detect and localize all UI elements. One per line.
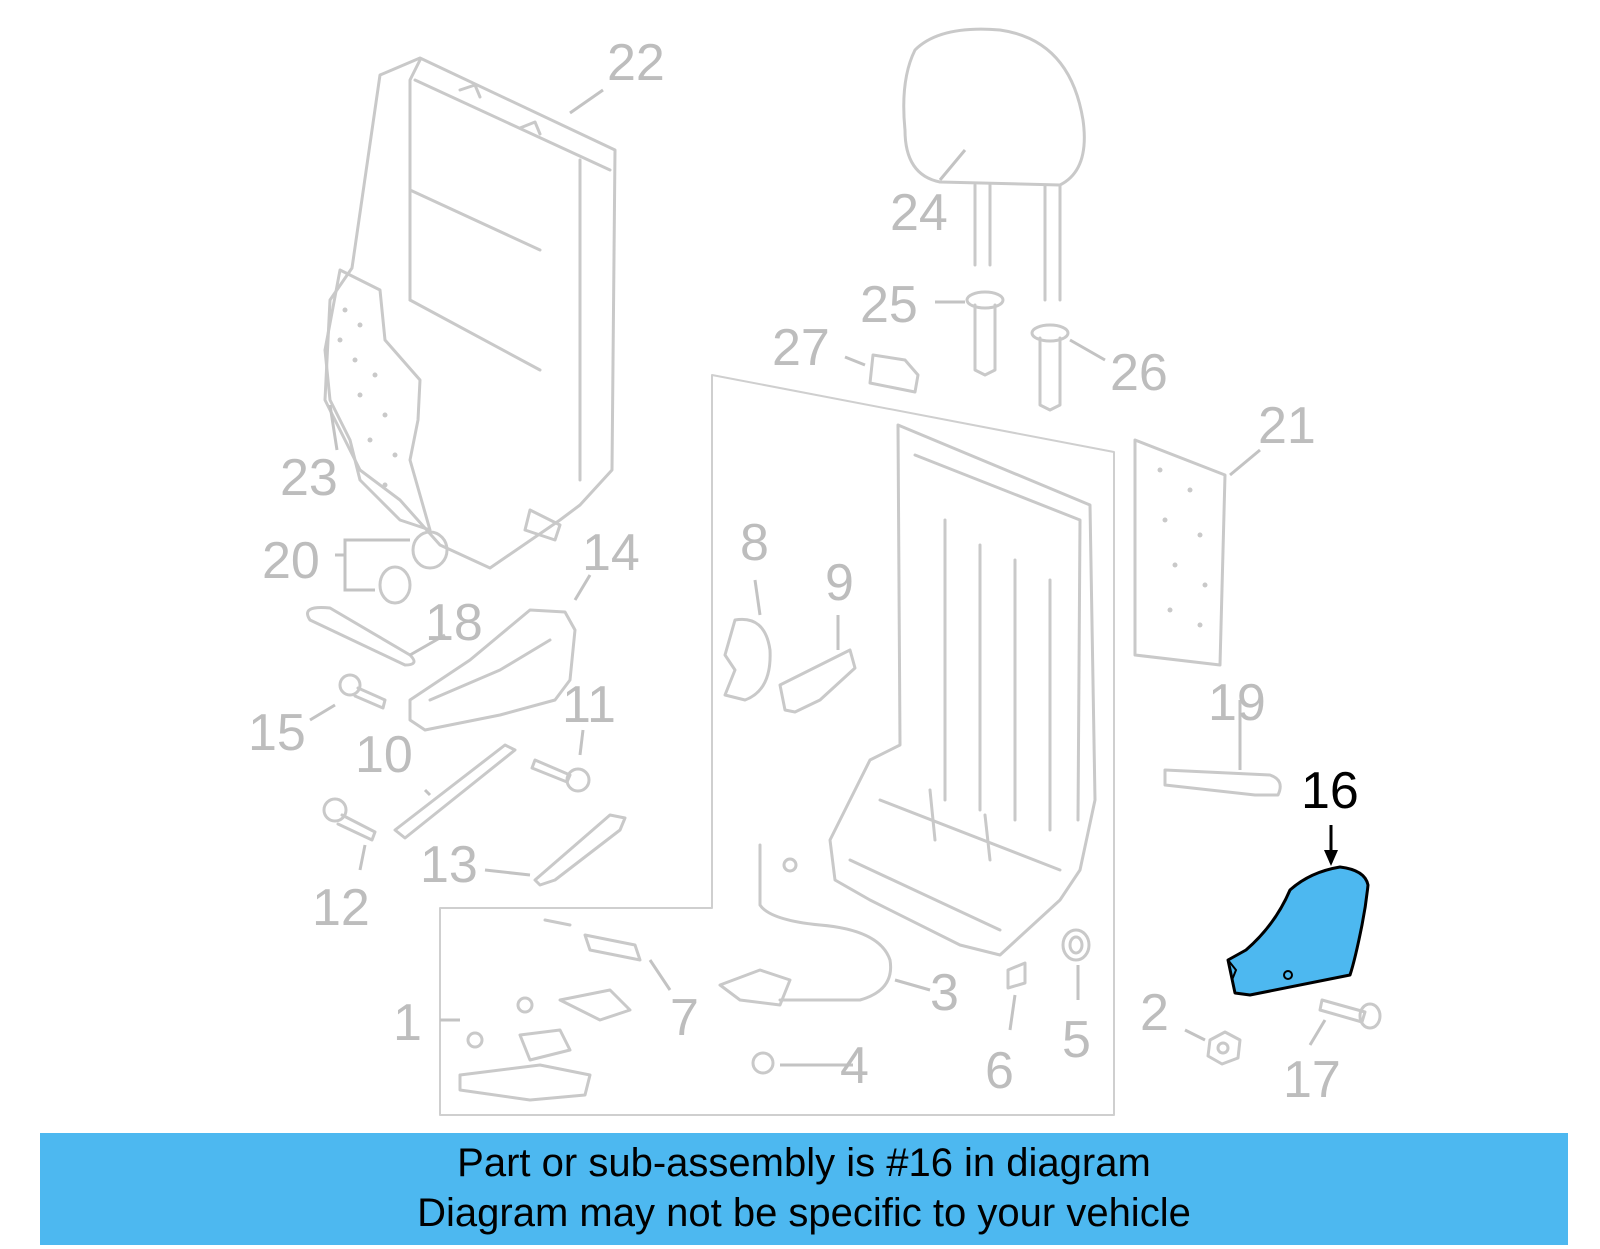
callout-4: 4 [840, 1037, 869, 1095]
callout-13: 13 [420, 836, 478, 894]
part-22-seat-back [323, 56, 617, 570]
part-18-strap [306, 606, 416, 667]
callout-6: 6 [985, 1042, 1014, 1100]
part-21-board [1133, 438, 1227, 667]
callout-21: 21 [1258, 397, 1316, 455]
part-7-latch [543, 918, 792, 1022]
part-6-plate [1006, 961, 1027, 990]
part-17-bolt [1318, 998, 1382, 1030]
part-23-back-panel [323, 268, 432, 532]
part-11-bolt [530, 758, 591, 793]
callout-10: 10 [355, 726, 413, 784]
callout-3: 3 [930, 964, 959, 1022]
callout-12: 12 [312, 879, 370, 937]
callout-23: 23 [280, 449, 338, 507]
banner-line-disclaimer: Diagram may not be specific to your vehi… [417, 1191, 1191, 1235]
part-1-base-plate [458, 996, 592, 1102]
part-seat-frame [828, 423, 1097, 957]
callout-26: 26 [1110, 344, 1168, 402]
part-12-bolt [322, 797, 377, 842]
callout-14: 14 [582, 524, 640, 582]
callout-7: 7 [670, 989, 699, 1047]
callout-2: 2 [1140, 984, 1169, 1042]
part-14-side-cover [408, 608, 577, 732]
part-24-headrest [902, 27, 1086, 302]
callout-1: 1 [393, 994, 422, 1052]
callout-15: 15 [248, 704, 306, 762]
callout-20: 20 [262, 532, 320, 590]
inset-box [439, 374, 1115, 1116]
leader-lines [309, 88, 1338, 1067]
callout-24: 24 [890, 184, 948, 242]
callout-18: 18 [425, 594, 483, 652]
part-19-strip [1163, 768, 1282, 797]
part-13-bracket [533, 813, 627, 887]
callout-labels: 22 24 25 26 27 21 23 20 14 18 8 9 19 15 … [248, 34, 1359, 1109]
part-2-nut [1206, 1030, 1242, 1066]
part-26-guide [1030, 323, 1070, 412]
callout-19: 19 [1208, 674, 1266, 732]
part-info-banner: Part or sub-assembly is #16 in diagram D… [40, 1133, 1568, 1245]
part-10-rod [393, 743, 517, 840]
part-3-cable [758, 843, 893, 1002]
callout-25: 25 [860, 276, 918, 334]
part-5-grommet [1061, 928, 1091, 962]
callout-8: 8 [740, 514, 769, 572]
callout-9: 9 [825, 554, 854, 612]
part-9-handle [778, 648, 857, 714]
part-25-guide [965, 290, 1005, 377]
part-16-highlighted[interactable] [1226, 865, 1370, 997]
callout-22: 22 [607, 34, 665, 92]
part-27-bracket [868, 353, 920, 394]
callout-11: 11 [562, 676, 616, 734]
callout-27: 27 [772, 319, 830, 377]
part-20-caps [378, 530, 449, 605]
part-8-cover [723, 617, 772, 702]
callout-17: 17 [1283, 1051, 1341, 1109]
callout-5: 5 [1062, 1011, 1091, 1069]
banner-line-part-number: Part or sub-assembly is #16 in diagram [457, 1141, 1151, 1185]
callout-16: 16 [1301, 762, 1359, 820]
part-4-clip [751, 1051, 775, 1075]
part-15-bolt [338, 673, 387, 710]
